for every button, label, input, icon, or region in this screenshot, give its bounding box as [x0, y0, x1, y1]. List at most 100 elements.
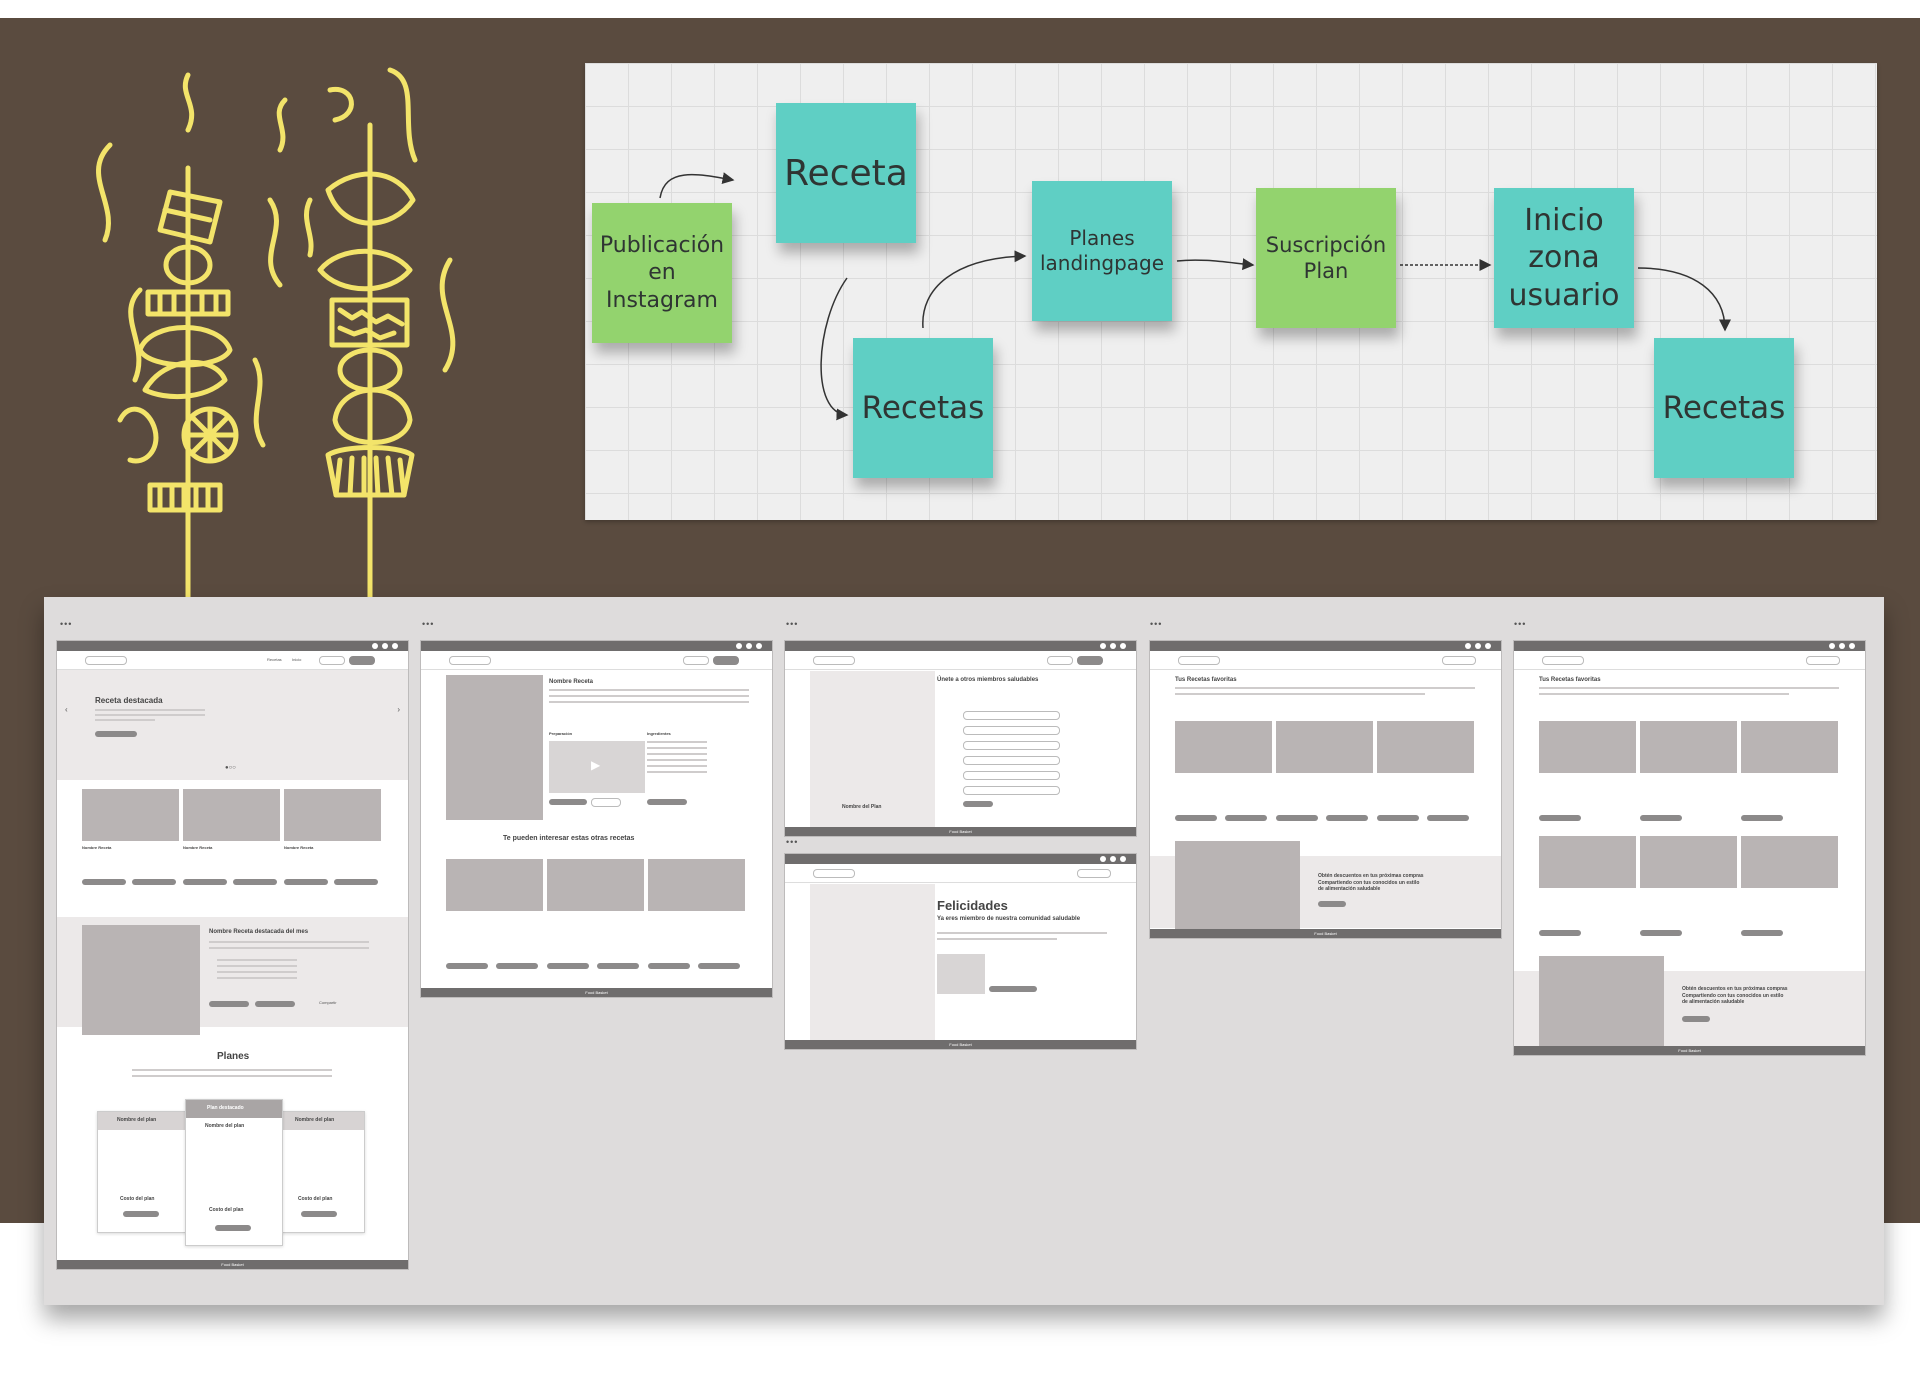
- register-button[interactable]: [349, 656, 375, 665]
- logout-button[interactable]: [1806, 656, 1840, 665]
- recipe-card[interactable]: [82, 789, 179, 899]
- card-button[interactable]: [496, 963, 538, 969]
- logout-button[interactable]: [1442, 656, 1476, 665]
- recipe-card[interactable]: [284, 789, 381, 899]
- note-recetas[interactable]: Recetas: [853, 338, 993, 478]
- rate-button[interactable]: [549, 799, 587, 805]
- card-button[interactable]: [1741, 815, 1783, 821]
- card-button[interactable]: [1640, 815, 1682, 821]
- phone-field[interactable]: [963, 756, 1060, 765]
- name-field[interactable]: [963, 711, 1060, 720]
- logout-button[interactable]: [1077, 869, 1111, 878]
- share-button[interactable]: [591, 798, 621, 807]
- card-button[interactable]: [334, 879, 378, 885]
- card-button[interactable]: [446, 963, 488, 969]
- card-button[interactable]: [1175, 815, 1217, 821]
- note-planes[interactable]: Planes landingpage: [1032, 181, 1172, 321]
- card-button[interactable]: [1741, 930, 1783, 936]
- register-button[interactable]: [1077, 656, 1103, 665]
- frame-handle[interactable]: •••: [1514, 619, 1527, 629]
- recipe-card[interactable]: [1741, 721, 1838, 831]
- card-button[interactable]: [1377, 815, 1419, 821]
- logo[interactable]: [85, 656, 127, 665]
- flow-arrows: [659, 172, 1731, 421]
- month-text: [209, 941, 369, 943]
- card-button[interactable]: [233, 879, 277, 885]
- card-button[interactable]: [1640, 930, 1682, 936]
- card-button[interactable]: [597, 963, 639, 969]
- frame-handle[interactable]: •••: [60, 619, 73, 629]
- login-button[interactable]: [319, 656, 345, 665]
- card-button[interactable]: [284, 879, 328, 885]
- recipe-card[interactable]: [1175, 721, 1272, 831]
- recipe-text: [549, 701, 749, 703]
- carousel-dots[interactable]: ●○○: [225, 765, 236, 771]
- recipe-card[interactable]: [1377, 721, 1474, 831]
- card-button[interactable]: [1225, 815, 1267, 821]
- logo[interactable]: [813, 656, 855, 665]
- logo[interactable]: [1178, 656, 1220, 665]
- share-label: Compartir: [319, 1000, 337, 1005]
- register-button[interactable]: [713, 656, 739, 665]
- recipe-card[interactable]: [1640, 836, 1737, 946]
- plan-button[interactable]: [301, 1211, 337, 1217]
- plan-card-featured[interactable]: [185, 1099, 283, 1246]
- note-recetas-usuario[interactable]: Recetas: [1654, 338, 1794, 478]
- hero-button[interactable]: [95, 731, 137, 737]
- recipe-card[interactable]: [183, 789, 280, 899]
- note-inicio[interactable]: Inicio zona usuario: [1494, 188, 1634, 328]
- logo[interactable]: [449, 656, 491, 665]
- promo-button[interactable]: [1318, 901, 1346, 907]
- note-receta[interactable]: Receta: [776, 103, 916, 243]
- frame-handle[interactable]: •••: [1150, 619, 1163, 629]
- card-button[interactable]: [648, 963, 690, 969]
- recipe-card[interactable]: [446, 859, 543, 969]
- month-button[interactable]: [255, 1001, 295, 1007]
- login-button[interactable]: [683, 656, 709, 665]
- login-button[interactable]: [1047, 656, 1073, 665]
- hero-text: [95, 709, 205, 711]
- continue-button[interactable]: [989, 986, 1037, 992]
- card-button[interactable]: [183, 879, 227, 885]
- logo[interactable]: [813, 869, 855, 878]
- card-button[interactable]: [1539, 815, 1581, 821]
- frame-handle[interactable]: •••: [786, 837, 799, 847]
- note-suscripcion[interactable]: Suscripción Plan: [1256, 188, 1396, 328]
- recipe-card[interactable]: [1539, 721, 1636, 831]
- user-field[interactable]: [963, 726, 1060, 735]
- nav-recetas[interactable]: Recetas: [267, 657, 282, 662]
- submit-button[interactable]: [963, 801, 993, 807]
- arrow-left-icon[interactable]: ‹: [65, 705, 68, 714]
- recipe-card[interactable]: [1539, 836, 1636, 946]
- card-button[interactable]: [1326, 815, 1368, 821]
- recipe-card[interactable]: [1640, 721, 1737, 831]
- recipe-card[interactable]: [1741, 836, 1838, 946]
- plan-button[interactable]: [123, 1211, 159, 1217]
- plan-name: Nombre del plan: [205, 1123, 245, 1129]
- arrow-right-icon[interactable]: ›: [397, 705, 400, 714]
- plan-button[interactable]: [215, 1225, 251, 1231]
- confirm-password-field[interactable]: [963, 786, 1060, 795]
- play-icon[interactable]: ▶: [591, 758, 601, 772]
- recipe-card[interactable]: [1276, 721, 1373, 831]
- email-field[interactable]: [963, 741, 1060, 750]
- card-button[interactable]: [1539, 930, 1581, 936]
- card-button[interactable]: [82, 879, 126, 885]
- note-publicacion[interactable]: Publicación en Instagram: [592, 203, 732, 343]
- month-button[interactable]: [209, 1001, 249, 1007]
- card-button[interactable]: [132, 879, 176, 885]
- password-field[interactable]: [963, 771, 1060, 780]
- frame-handle[interactable]: •••: [786, 619, 799, 629]
- logo[interactable]: [1542, 656, 1584, 665]
- video-player[interactable]: [549, 741, 645, 793]
- recipe-card[interactable]: [547, 859, 644, 969]
- card-button[interactable]: [547, 963, 589, 969]
- recipe-card[interactable]: [648, 859, 745, 969]
- frame-handle[interactable]: •••: [422, 619, 435, 629]
- card-button[interactable]: [1427, 815, 1469, 821]
- card-button[interactable]: [698, 963, 740, 969]
- promo-button[interactable]: [1682, 1016, 1710, 1022]
- nav-inicio[interactable]: Inicio: [292, 657, 302, 662]
- card-button[interactable]: [1276, 815, 1318, 821]
- buy-button[interactable]: [647, 799, 687, 805]
